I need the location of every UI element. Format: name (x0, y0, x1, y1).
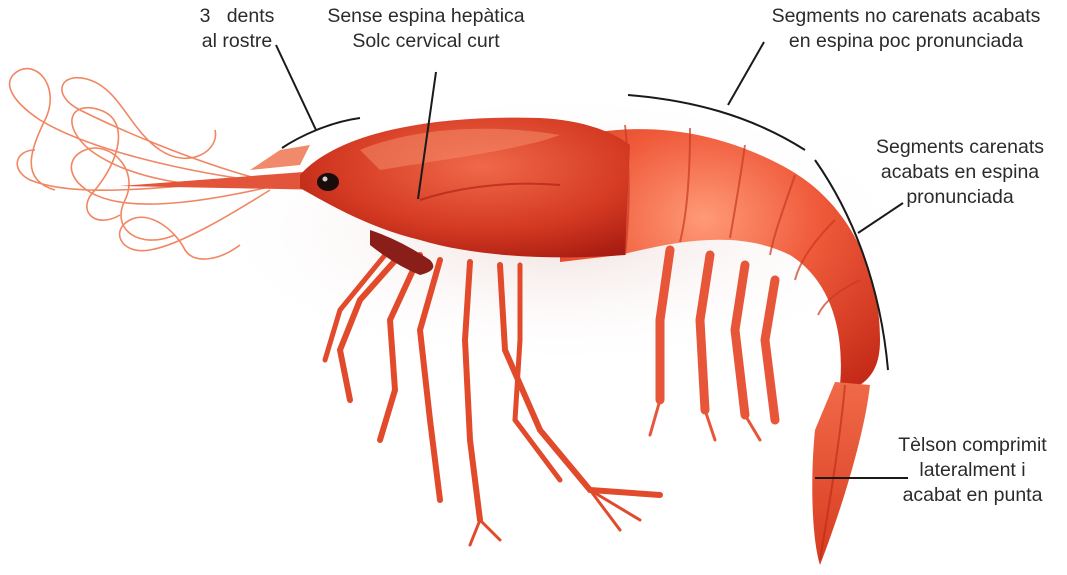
keeled-segments-label: Segments carenats acabats en espina pron… (860, 135, 1060, 210)
telson-label: Tèlson comprimit lateralment i acabat en… (880, 433, 1065, 508)
non-keeled-line-1: Segments no carenats acabats (748, 4, 1064, 29)
non-keeled-segments-label: Segments no carenats acabats en espina p… (748, 4, 1064, 54)
rostrum-teeth-line-2: al rostre (182, 29, 292, 54)
carapace-line-2: Solc cervical curt (306, 29, 546, 54)
telson-line-3: acabat en punta (880, 483, 1065, 508)
eye (317, 173, 339, 191)
telson (812, 382, 870, 565)
rostrum-leader (276, 45, 316, 130)
carapace-line-1: Sense espina hepàtica (306, 4, 546, 29)
rostrum-teeth-label: 3 dents al rostre (182, 4, 292, 54)
carapace-label: Sense espina hepàtica Solc cervical curt (306, 4, 546, 54)
keeled-line-3: pronunciada (860, 185, 1060, 210)
rostrum (120, 170, 330, 190)
eye-highlight (323, 177, 328, 182)
telson-line-2: lateralment i (880, 458, 1065, 483)
keeled-line-2: acabats en espina (860, 160, 1060, 185)
keeled-line-1: Segments carenats (860, 135, 1060, 160)
non-keeled-line-2: en espina poc pronunciada (748, 29, 1064, 54)
rostrum-teeth-line-1: 3 dents (182, 4, 292, 29)
telson-line-1: Tèlson comprimit (880, 433, 1065, 458)
